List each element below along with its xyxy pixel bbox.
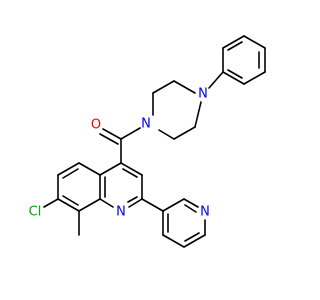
bond <box>183 234 206 248</box>
molecule-canvas: O N N Cl N N <box>28 35 266 248</box>
bond-inner <box>127 196 138 203</box>
pyridine-nitrogen-label: N <box>200 205 210 220</box>
bond-inner <box>122 168 138 178</box>
atom-labels: O N N Cl N N <box>29 87 210 220</box>
bond <box>128 198 143 208</box>
bond <box>120 127 141 140</box>
bond <box>194 101 202 128</box>
bond <box>102 128 122 140</box>
bond <box>158 129 175 140</box>
bond-inner <box>62 195 79 206</box>
bond <box>78 198 101 212</box>
bond-inner <box>184 232 200 242</box>
bond-inner <box>227 69 243 79</box>
bond <box>173 126 196 140</box>
chlorine-atom-label: Cl <box>29 205 42 220</box>
bond <box>162 234 185 248</box>
quinoline-nitrogen-label: N <box>116 205 126 220</box>
piperazine-ring <box>152 80 202 140</box>
bond <box>141 198 164 212</box>
bond <box>243 35 266 49</box>
bond-inner <box>227 41 243 51</box>
phenyl-ring <box>222 35 266 85</box>
pyridine-ring <box>162 198 206 248</box>
bond <box>173 80 196 94</box>
bond <box>120 162 143 176</box>
piperazine-nitrogen-label: N <box>198 87 208 102</box>
bond <box>243 71 266 85</box>
bond <box>99 162 122 176</box>
quinoline-pyridine-ring <box>99 162 143 208</box>
bonds <box>43 35 266 248</box>
bond <box>183 198 199 208</box>
bond-inner <box>184 204 197 213</box>
oxygen-atom-label: O <box>91 118 101 133</box>
bond <box>57 162 80 176</box>
quinoline-benzo-ring <box>57 162 101 212</box>
bond <box>222 71 245 85</box>
bond <box>208 71 224 89</box>
bond-inner <box>62 168 79 179</box>
bond <box>57 198 80 212</box>
bond <box>222 35 245 49</box>
bond <box>78 162 101 176</box>
bond <box>43 198 59 208</box>
bond <box>152 80 175 94</box>
molecule-structure: O N N Cl N N <box>29 35 266 248</box>
bond-double <box>99 133 119 145</box>
bond <box>99 198 114 208</box>
piperazine-nitrogen-label: N <box>141 117 151 132</box>
bond <box>162 198 185 212</box>
